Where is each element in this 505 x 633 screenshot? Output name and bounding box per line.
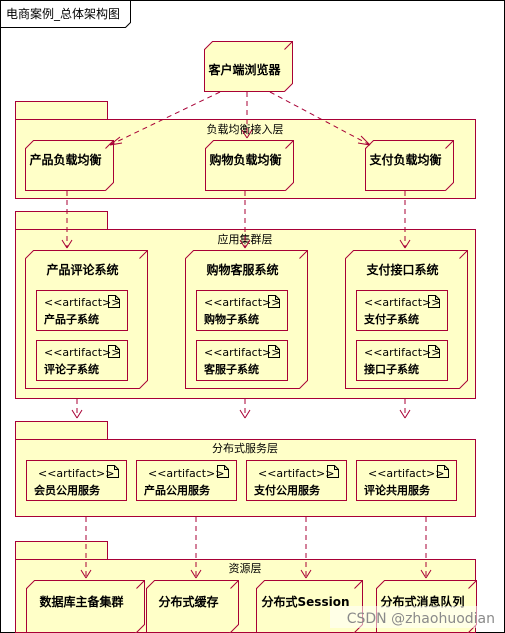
svg-text:支付子系统: 支付子系统 xyxy=(363,312,419,326)
arrowhead-icon xyxy=(399,409,411,419)
node-res-database: 数据库主备集群 xyxy=(26,580,145,633)
node-lb-shopping-label: 购物负载均衡 xyxy=(209,152,281,167)
artifact-icon xyxy=(107,465,119,478)
svg-text:<<artifact>>: <<artifact>> xyxy=(44,346,120,359)
artifact-customer-service-subsystem: <<artifact>> 客服子系统 xyxy=(196,340,288,381)
node-lb-shopping: 购物负载均衡 xyxy=(205,140,294,191)
node-app-shopping-service: 购物客服系统 <<artifact>> 购物子系统 <<artifact>> 客… xyxy=(185,250,308,389)
artifact-member-service: <<artifact>> 会员公用服务 xyxy=(26,460,127,501)
node-lb-product: 产品负载均衡 xyxy=(25,140,114,191)
svg-text:分布式Session: 分布式Session xyxy=(262,594,350,609)
artifact-icon xyxy=(327,465,339,478)
arrowhead-icon xyxy=(300,569,312,579)
svg-text:<<artifact>>: <<artifact>> xyxy=(258,467,334,480)
svg-text:<<artifact>>: <<artifact>> xyxy=(44,296,120,309)
node-lb-payment: 支付负载均衡 xyxy=(365,140,454,191)
arrowhead-icon xyxy=(190,569,202,579)
artifact-payment-service: <<artifact>> 支付公用服务 xyxy=(246,460,347,501)
artifact-interface-subsystem: <<artifact>> 接口子系统 xyxy=(356,340,448,381)
svg-text:产品公用服务: 产品公用服务 xyxy=(144,483,211,497)
package-res-title: 资源层 xyxy=(229,561,262,575)
arrowhead-icon xyxy=(61,239,73,249)
node-res-cache: 分布式缓存 xyxy=(146,580,239,633)
arrowhead-icon xyxy=(71,409,83,419)
artifact-icon xyxy=(428,295,440,308)
arrowhead-icon xyxy=(239,239,251,249)
artifact-icon xyxy=(268,345,280,358)
artifact-icon xyxy=(428,345,440,358)
node-app-product-review-label: 产品评论系统 xyxy=(46,262,118,277)
svg-text:<<artifact>>: <<artifact>> xyxy=(204,296,280,309)
arrow-client-lb-product xyxy=(109,91,221,146)
artifact-icon xyxy=(108,345,120,358)
arrowhead-icon xyxy=(241,129,253,139)
node-app-shopping-service-label: 购物客服系统 xyxy=(206,262,278,277)
node-app-payment-interface: 支付接口系统 <<artifact>> 支付子系统 <<artifact>> 接… xyxy=(345,250,468,389)
svg-text:<<artifact>>: <<artifact>> xyxy=(368,467,444,480)
arrow-client-lb-payment xyxy=(269,91,371,146)
artifact-product-service: <<artifact>> 产品公用服务 xyxy=(136,460,237,501)
node-lb-product-label: 产品负载均衡 xyxy=(29,152,101,167)
node-client-label: 客户端浏览器 xyxy=(207,62,281,77)
dependency-arrows xyxy=(61,91,432,579)
node-client: 客户端浏览器 xyxy=(204,41,293,92)
svg-text:<<artifact>>: <<artifact>> xyxy=(38,467,114,480)
artifact-icon xyxy=(437,465,449,478)
arrowhead-icon xyxy=(80,569,92,579)
watermark: CSDN @zhaohuodian xyxy=(330,606,502,628)
svg-text:支付公用服务: 支付公用服务 xyxy=(253,483,321,497)
package-lb-title: 负载均衡接入层 xyxy=(207,122,284,136)
artifact-icon xyxy=(268,295,280,308)
svg-text:接口子系统: 接口子系统 xyxy=(364,362,419,376)
svg-text:数据库主备集群: 数据库主备集群 xyxy=(39,594,123,609)
svg-text:分布式消息队列: 分布式消息队列 xyxy=(380,594,464,609)
svg-text:客服子系统: 客服子系统 xyxy=(203,362,259,376)
artifact-icon xyxy=(108,295,120,308)
svg-text:会员公用服务: 会员公用服务 xyxy=(34,483,101,497)
package-dist-title: 分布式服务层 xyxy=(212,442,278,455)
arrowhead-icon xyxy=(399,239,411,249)
svg-text:<<artifact>>: <<artifact>> xyxy=(204,346,280,359)
artifact-payment-subsystem: <<artifact>> 支付子系统 xyxy=(356,290,448,331)
artifact-product-subsystem: <<artifact>> 产品子系统 xyxy=(36,290,128,331)
artifact-review-subsystem: <<artifact>> 评论子系统 xyxy=(36,340,128,381)
artifact-shopping-subsystem: <<artifact>> 购物子系统 xyxy=(196,290,288,331)
artifact-review-service: <<artifact>> 评论共用服务 xyxy=(356,460,457,501)
svg-text:产品子系统: 产品子系统 xyxy=(44,312,99,326)
svg-text:评论共用服务: 评论共用服务 xyxy=(364,483,431,497)
arrowhead-icon xyxy=(109,136,123,146)
node-app-payment-interface-label: 支付接口系统 xyxy=(365,262,438,277)
node-lb-payment-label: 支付负载均衡 xyxy=(368,152,441,167)
svg-text:购物子系统: 购物子系统 xyxy=(204,312,259,326)
svg-text:<<artifact>>: <<artifact>> xyxy=(364,296,440,309)
arrowhead-icon xyxy=(239,409,251,419)
svg-text:<<artifact>>: <<artifact>> xyxy=(148,467,224,480)
node-app-product-review: 产品评论系统 <<artifact>> 产品子系统 <<artifact>> 评… xyxy=(25,250,148,389)
artifact-icon xyxy=(217,465,229,478)
arrowhead-icon xyxy=(357,135,371,146)
svg-text:<<artifact>>: <<artifact>> xyxy=(364,346,440,359)
arrowhead-icon xyxy=(420,569,432,579)
svg-text:分布式缓存: 分布式缓存 xyxy=(158,594,218,609)
frame-title: 电商案例_总体架构图 xyxy=(6,6,120,21)
watermark-text: CSDN @zhaohuodian xyxy=(347,611,495,627)
svg-text:评论子系统: 评论子系统 xyxy=(44,362,99,376)
